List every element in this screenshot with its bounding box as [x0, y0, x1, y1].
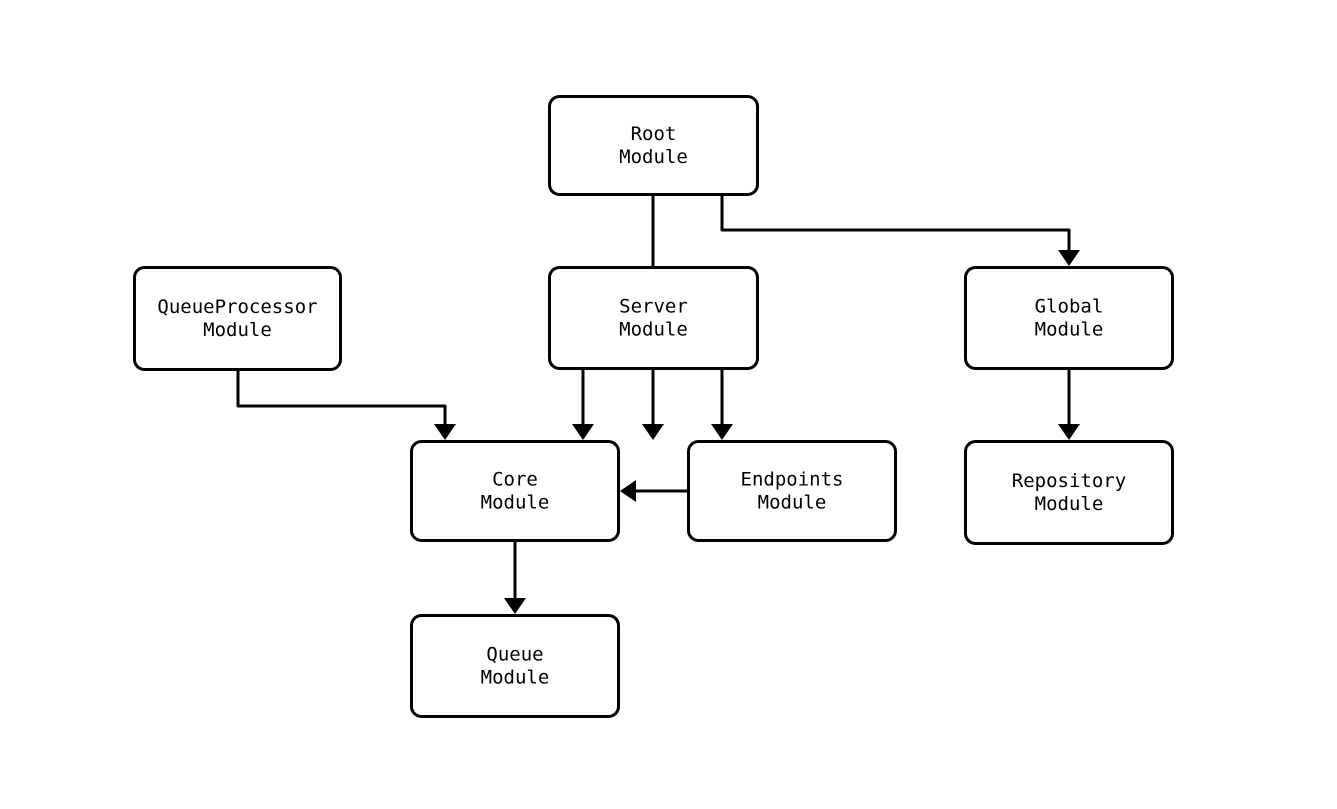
node-label-line1: Endpoints	[741, 469, 844, 491]
node-label-line1: Global	[1035, 296, 1104, 318]
node-box[interactable]	[548, 95, 759, 196]
edge-line	[236, 371, 447, 424]
node-box[interactable]	[410, 614, 620, 718]
edge-arrowhead	[1058, 424, 1080, 440]
node-box[interactable]	[548, 266, 759, 370]
edge-global-to-repository	[1058, 370, 1080, 440]
node-label-line2: Module	[758, 492, 827, 514]
node-label-line2: Module	[619, 146, 688, 168]
edge-queueprocessor-to-core	[236, 371, 456, 440]
node-box[interactable]	[133, 266, 342, 371]
node-label-line2: Module	[619, 319, 688, 341]
edge-server-to-endpoints	[711, 370, 733, 440]
edge-arrowhead	[572, 424, 594, 440]
node-box[interactable]	[410, 440, 620, 542]
node-box[interactable]	[687, 440, 897, 542]
edge-server-to-core	[572, 370, 594, 440]
node-label-line2: Module	[481, 667, 550, 689]
edges-layer	[236, 196, 1080, 614]
node-label-line2: Module	[1035, 319, 1104, 341]
edge-endpoints-to-core	[620, 480, 687, 502]
node-label-line1: Repository	[1012, 470, 1126, 492]
node-label-line2: Module	[1035, 493, 1104, 515]
edge-arrowhead	[434, 424, 456, 440]
edge-arrowhead	[504, 598, 526, 614]
node-box[interactable]	[964, 266, 1174, 370]
node-label-line2: Module	[481, 492, 550, 514]
node-label-line1: Server	[619, 296, 688, 318]
nodes-layer: RootModuleQueueProcessorModuleServerModu…	[133, 95, 1174, 718]
edge-arrowhead	[711, 424, 733, 440]
edge-root-to-global	[720, 196, 1080, 266]
edge-arrowhead	[642, 424, 664, 440]
node-label-line2: Module	[203, 319, 272, 341]
edge-core-to-queue	[504, 542, 526, 614]
node-label-line1: Root	[631, 123, 677, 145]
node-label-line1: Core	[492, 469, 538, 491]
node-box[interactable]	[964, 440, 1174, 545]
node-label-line1: QueueProcessor	[157, 296, 317, 318]
edge-arrowhead	[620, 480, 636, 502]
node-label-line1: Queue	[486, 644, 543, 666]
edge-line	[720, 196, 1071, 250]
edge-arrowhead	[1058, 250, 1080, 266]
